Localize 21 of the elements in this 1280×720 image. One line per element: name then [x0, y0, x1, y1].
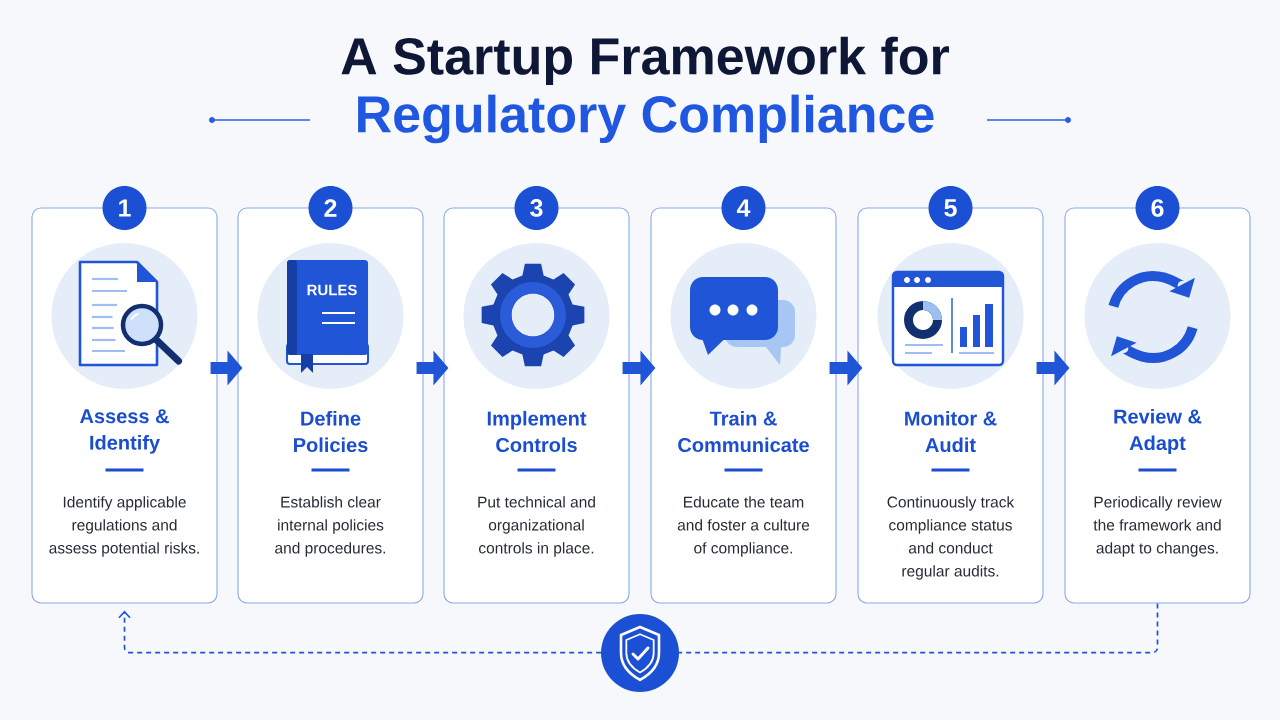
step-description: Educate the team and foster a culture of compliance.	[677, 496, 810, 557]
number-badge: 1	[102, 186, 147, 230]
number-badge: 2	[308, 186, 353, 230]
number-badge: 3	[514, 186, 559, 230]
number-badge: 4	[721, 186, 766, 230]
number-badge: 6	[1135, 186, 1180, 230]
cover-text: RULES	[307, 284, 357, 296]
step-title: Assess & Identify	[80, 409, 169, 454]
title: A Startup Framework for Regulatory Compliance	[341, 36, 949, 144]
step-description: Periodically review the framework and adapt to changes.	[1093, 496, 1222, 557]
number-badge: 5	[928, 186, 973, 230]
step-title: Review & Adapt	[1114, 408, 1202, 455]
step-title: Implement Controls	[487, 410, 587, 453]
step-title: Train & Communicate	[678, 410, 809, 453]
step-description: Continuously track compliance status and conduct regular audits.	[887, 496, 1015, 580]
step-title: Monitor & Audit	[905, 410, 997, 453]
step-title: Define Policies	[294, 410, 368, 453]
step-description: Establish clear internal policies and procedures.	[275, 496, 386, 557]
dashed-arrow	[118, 602, 1159, 654]
step-description: Put technical and organizational controls in place.	[478, 496, 595, 557]
step-description: Identify applicable regulations and assess potential risks.	[49, 496, 199, 557]
